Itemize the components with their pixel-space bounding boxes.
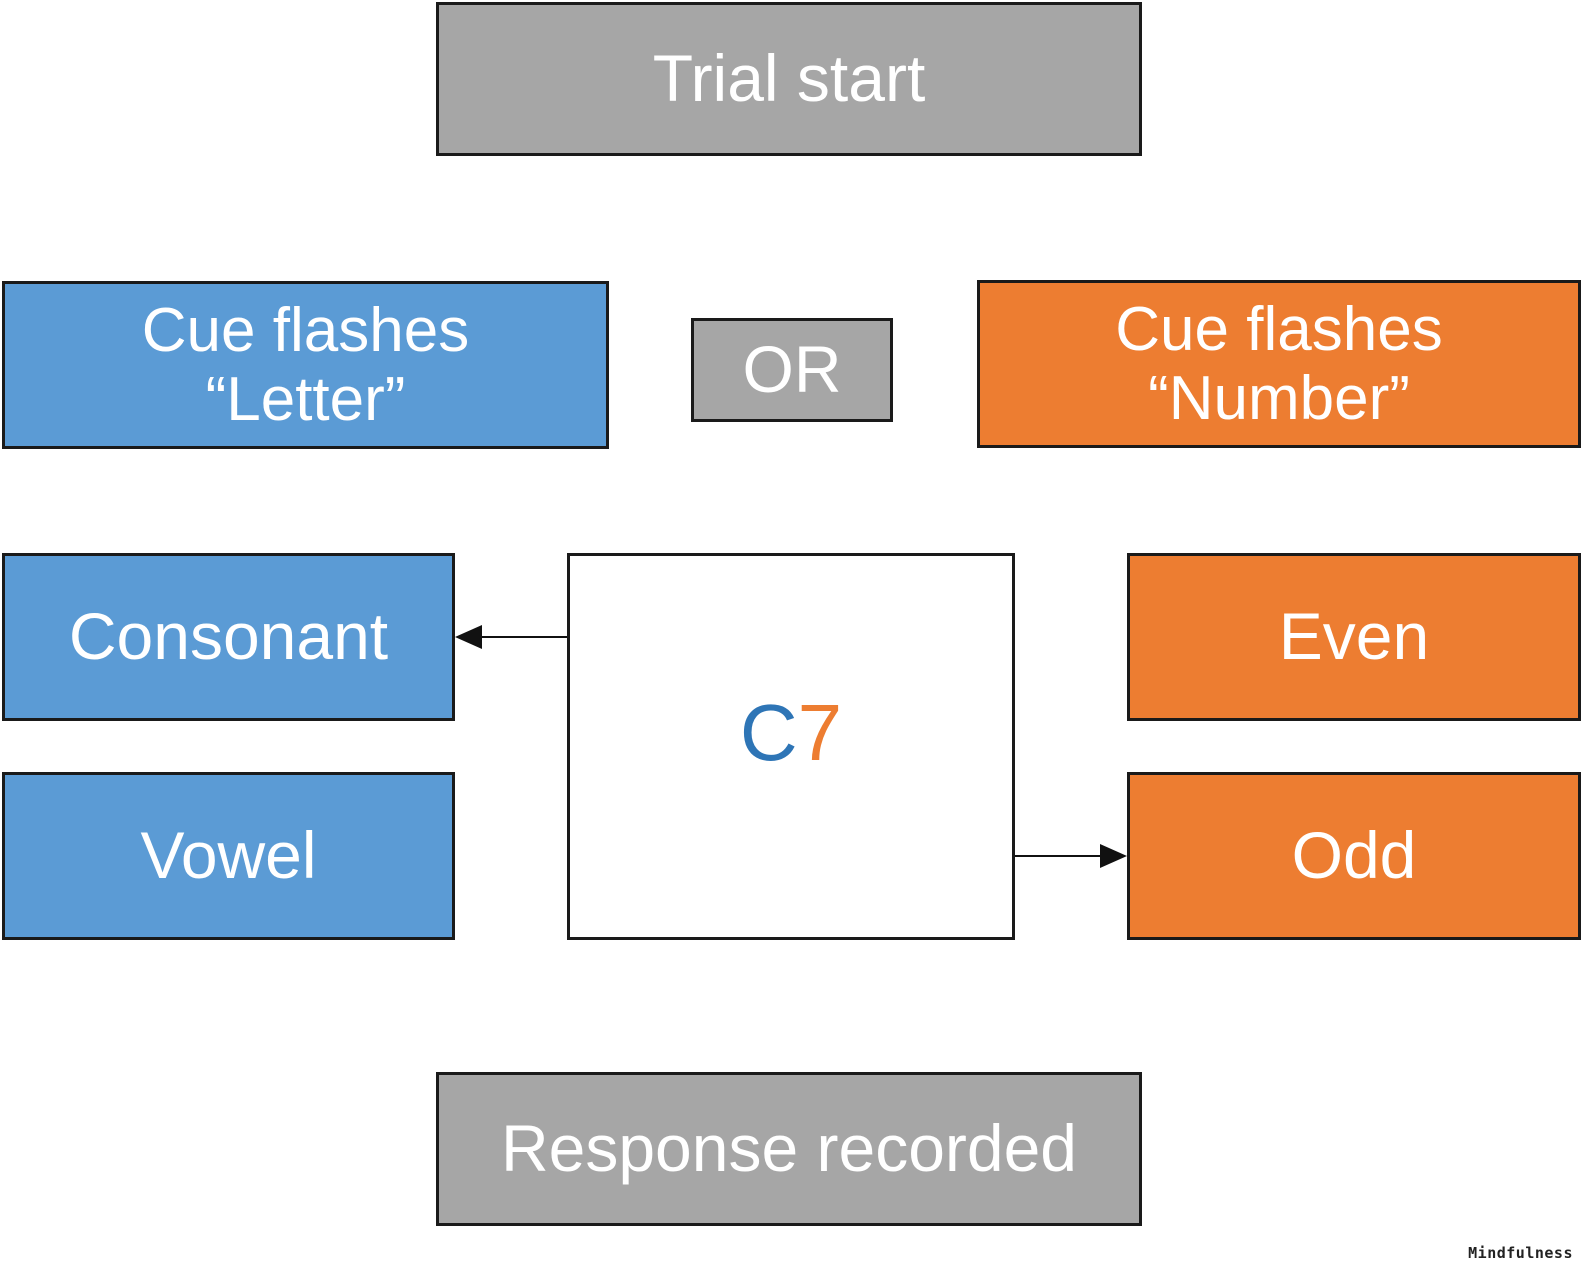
cue-number-line2: “Number” [1148, 364, 1410, 433]
vowel-label: Vowel [140, 818, 317, 893]
response-recorded-box: Response recorded [436, 1072, 1142, 1226]
cue-letter-line1: Cue flashes [141, 295, 470, 365]
even-box: Even [1127, 553, 1581, 721]
cue-letter-line2: “Letter” [205, 365, 406, 434]
arrow-to-consonant-head [455, 625, 482, 649]
or-box: OR [691, 318, 893, 422]
cue-number-line1: Cue flashes [1115, 294, 1443, 364]
arrow-to-odd-head [1100, 844, 1127, 868]
trial-start-label: Trial start [652, 41, 926, 116]
trial-start-box: Trial start [436, 2, 1142, 156]
odd-label: Odd [1291, 818, 1417, 893]
stimulus-box: C7 [567, 553, 1015, 940]
consonant-box: Consonant [2, 553, 455, 721]
watermark: Mindfulness [1468, 1244, 1573, 1262]
cue-number-box: Cue flashes “Number” [977, 280, 1581, 448]
even-label: Even [1278, 599, 1430, 674]
stimulus-letter: C [739, 687, 798, 777]
cue-letter-box: Cue flashes “Letter” [2, 281, 609, 449]
stimulus-display: C7 [740, 688, 842, 778]
response-recorded-label: Response recorded [500, 1111, 1078, 1186]
stimulus-digit: 7 [797, 687, 843, 777]
consonant-label: Consonant [68, 599, 389, 674]
odd-box: Odd [1127, 772, 1581, 940]
vowel-box: Vowel [2, 772, 455, 940]
or-label: OR [742, 332, 842, 407]
